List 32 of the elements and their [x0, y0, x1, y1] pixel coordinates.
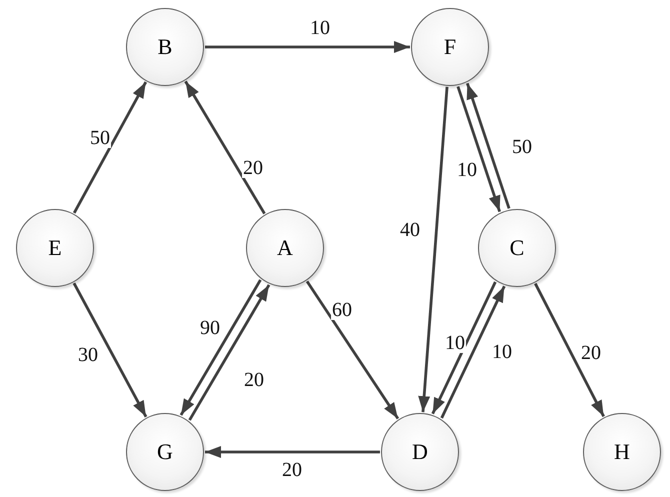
node-label: H [614, 441, 630, 463]
arrow [188, 284, 270, 421]
arrow [72, 282, 148, 418]
arrow [466, 82, 510, 209]
node-label: B [158, 36, 172, 58]
arrow [72, 81, 148, 214]
arrow [431, 281, 497, 414]
arrow [205, 446, 380, 458]
arrow [418, 86, 448, 412]
node-circle [246, 209, 324, 287]
node-circle [381, 413, 459, 491]
edge-label: 10 [444, 333, 466, 353]
node-circle [478, 209, 556, 287]
node-circle [126, 413, 204, 491]
node-label: F [444, 36, 456, 58]
arrow [456, 86, 501, 212]
node-circle [583, 413, 661, 491]
edge-label: 50 [89, 128, 111, 148]
node-label: E [48, 237, 62, 259]
edge-label: 20 [242, 158, 264, 178]
arrow [440, 286, 506, 419]
arrow [180, 279, 262, 416]
arrow [205, 41, 410, 53]
node-circle [16, 209, 94, 287]
node-label: C [510, 237, 524, 259]
edge-label: 60 [331, 300, 353, 320]
arrow [306, 280, 400, 420]
arrow [534, 282, 605, 418]
arrow [184, 80, 266, 214]
node-label: D [412, 441, 428, 463]
node-label: A [277, 237, 293, 259]
node-label: G [157, 441, 173, 463]
